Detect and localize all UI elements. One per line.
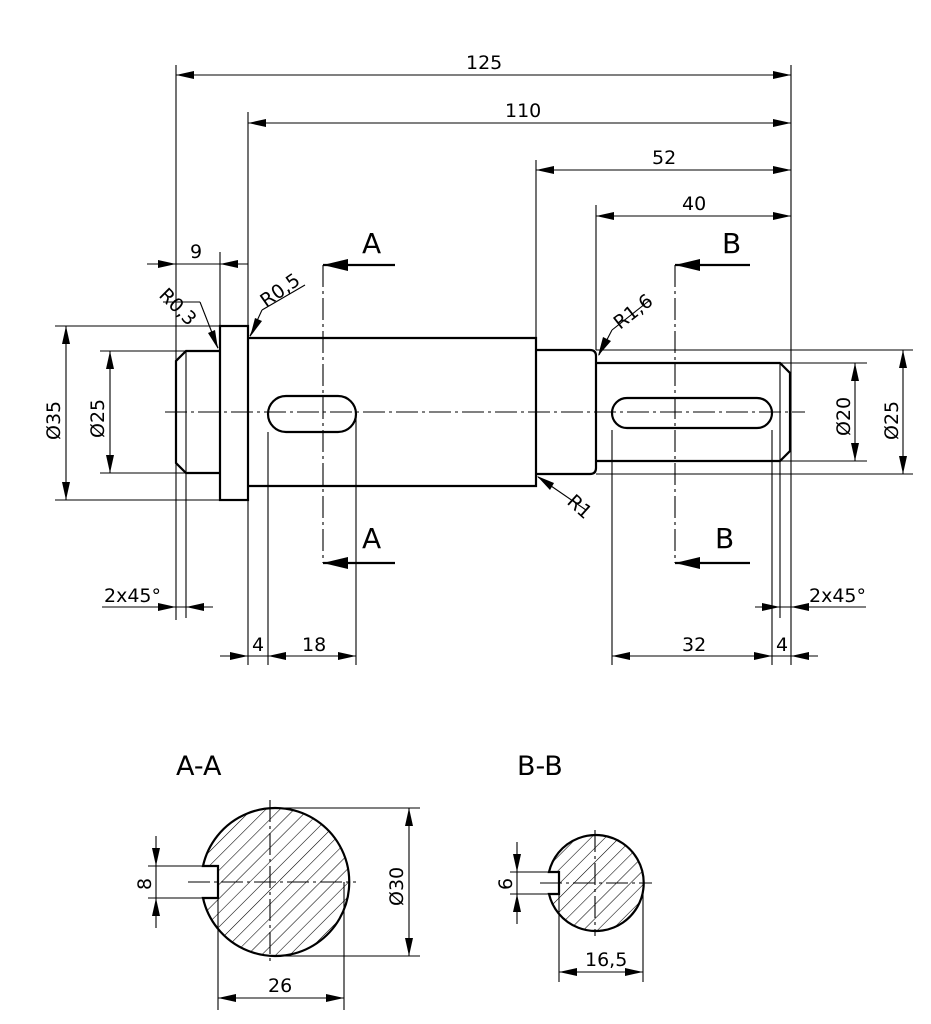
dim-110: 110 bbox=[505, 100, 541, 122]
section-bb-key-width: 6 bbox=[495, 878, 517, 890]
right-end bbox=[596, 361, 792, 463]
section-aa-key-width: 8 bbox=[134, 878, 156, 890]
dim-18: 18 bbox=[302, 634, 326, 656]
dim-52: 52 bbox=[652, 147, 676, 169]
dim-dia25-left: Ø25 bbox=[87, 399, 109, 438]
dim-125: 125 bbox=[466, 52, 502, 74]
section-marker-a-bottom: A bbox=[362, 522, 381, 555]
section-aa-title: A-A bbox=[176, 751, 222, 782]
dim-r05: R0,5 bbox=[256, 269, 304, 312]
dim-r16: R1,6 bbox=[610, 290, 658, 334]
dim-dia25-right: Ø25 bbox=[881, 401, 903, 440]
dim-dia35: Ø35 bbox=[43, 401, 65, 440]
dim-4-left: 4 bbox=[252, 634, 264, 656]
section-aa: A-A 8 Ø30 26 bbox=[134, 751, 420, 1010]
dim-chamfer-right: 2x45° bbox=[809, 585, 866, 607]
dim-40: 40 bbox=[682, 193, 706, 215]
dimensions: 125 110 52 40 9 R0,3 R0,5 bbox=[43, 52, 913, 665]
section-bb-title: B-B bbox=[517, 751, 563, 782]
section-aa-shape bbox=[201, 806, 351, 958]
section-aa-diameter: Ø30 bbox=[386, 867, 408, 906]
section-aa-depth: 26 bbox=[268, 975, 292, 997]
section-marker-a-top: A bbox=[362, 227, 381, 260]
dim-r1: R1 bbox=[563, 490, 597, 523]
dim-r03: R0,3 bbox=[154, 284, 200, 330]
keyway-a bbox=[266, 394, 358, 434]
keyway-b bbox=[610, 396, 774, 430]
dim-dia20: Ø20 bbox=[833, 397, 855, 436]
collar bbox=[218, 324, 250, 502]
dim-chamfer-left: 2x45° bbox=[104, 585, 161, 607]
section-bb-shape bbox=[547, 833, 645, 933]
section-marker-b-top: B bbox=[722, 227, 741, 260]
middle-section bbox=[248, 336, 538, 488]
dim-4-right: 4 bbox=[776, 634, 788, 656]
shaft-side-view: A A B B bbox=[165, 227, 805, 569]
section-bb: B-B 6 16,5 bbox=[495, 751, 652, 982]
section-marker-b-bottom: B bbox=[715, 522, 734, 555]
section-bb-depth: 16,5 bbox=[585, 949, 627, 971]
right-journal bbox=[536, 348, 598, 476]
dim-9: 9 bbox=[190, 241, 202, 263]
dim-32: 32 bbox=[682, 634, 706, 656]
